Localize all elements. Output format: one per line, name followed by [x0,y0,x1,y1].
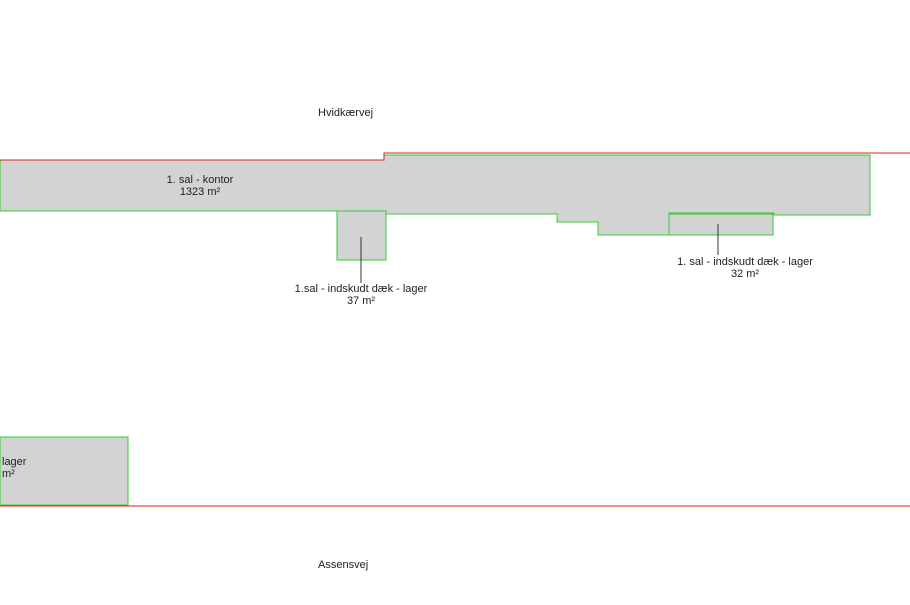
office-area-size: 1323 m² [179,186,221,198]
north-street-label: Hvidkærvej [318,107,374,119]
storage-area-shape [0,436,129,506]
storage-area-label: lager m² [2,456,26,480]
mezzanine-b-name: 1. sal - indskudt dæk - lager [677,256,813,268]
mezzanine-a-name: 1.sal - indskudt dæk - lager [294,283,428,295]
north-property-line [0,152,910,161]
mezzanine-b-label: 1. sal - indskudt dæk - lager 32 m² [665,256,825,280]
mezzanine-b-shape [668,213,774,236]
south-street-label: Assensvej [318,559,369,571]
office-area-label: 1. sal - kontor 1323 m² [145,174,255,198]
mezzanine-b-size: 32 m² [730,268,760,280]
storage-area-size: m² [2,468,15,480]
office-area-name: 1. sal - kontor [166,174,234,186]
mezzanine-a-size: 37 m² [346,295,376,307]
mezzanine-a-label: 1.sal - indskudt dæk - lager 37 m² [281,283,441,307]
storage-area-name: lager [2,456,27,468]
